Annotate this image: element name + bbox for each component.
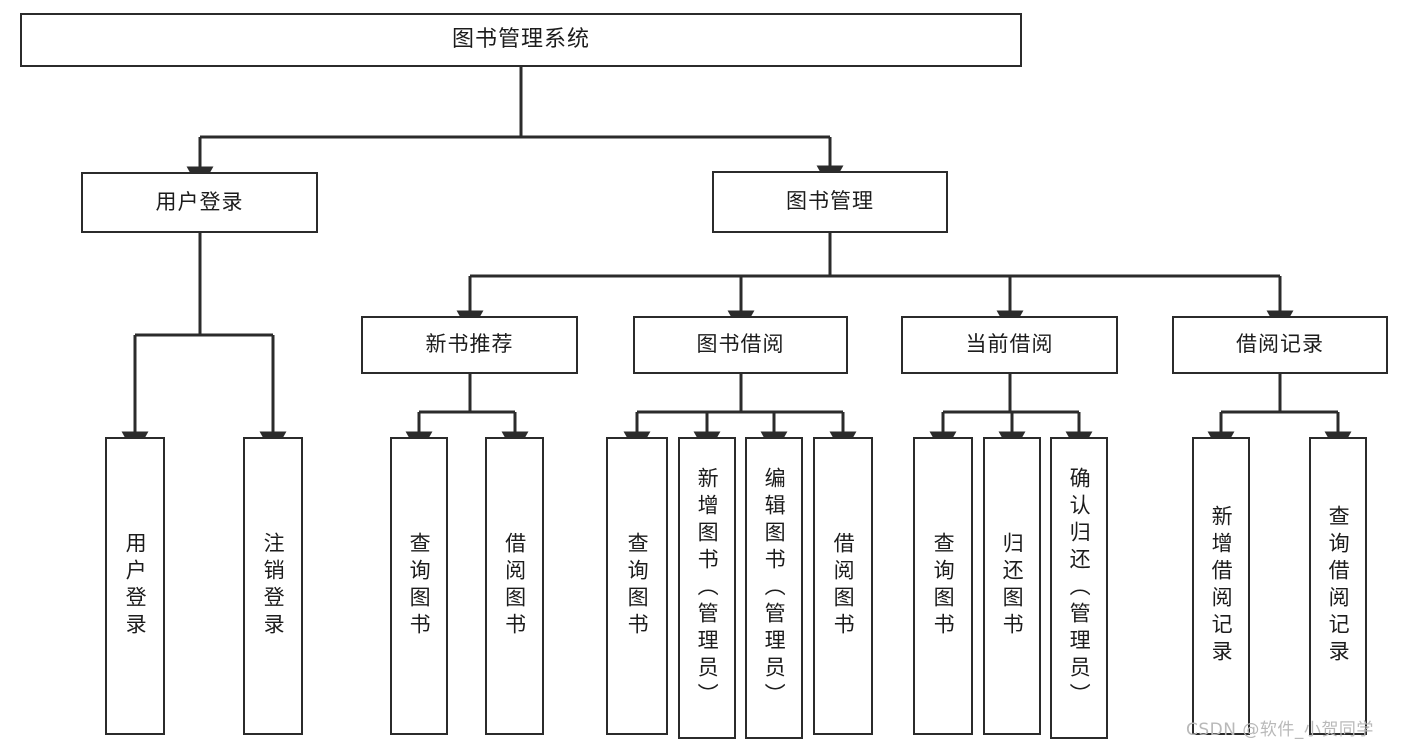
node-leaf-query-book-1[interactable]: 查询图书 [390, 437, 448, 735]
node-leaf-query-record[interactable]: 查询借阅记录 [1309, 437, 1367, 735]
node-leaf-edit-book[interactable]: 编辑图书（管理员） [745, 437, 803, 739]
node-leaf-query-book-3[interactable]: 查询图书 [913, 437, 973, 735]
node-label: 查询借阅记录 [1326, 505, 1351, 667]
node-label: 用户登录 [123, 532, 148, 640]
csdn-watermark: CSDN @软件_小贺同学 [1186, 720, 1374, 740]
node-new-book-rec[interactable]: 新书推荐 [361, 316, 578, 374]
node-label: 图书借阅 [696, 332, 785, 357]
node-leaf-borrow-book-2[interactable]: 借阅图书 [813, 437, 873, 735]
node-leaf-borrow-book-1[interactable]: 借阅图书 [485, 437, 544, 735]
node-label: 新书推荐 [425, 332, 514, 357]
node-leaf-add-record[interactable]: 新增借阅记录 [1192, 437, 1250, 735]
node-book-borrow[interactable]: 图书借阅 [633, 316, 848, 374]
node-leaf-add-book[interactable]: 新增图书（管理员） [678, 437, 736, 739]
node-label: 确认归还（管理员） [1067, 466, 1092, 710]
node-label: 借阅图书 [502, 532, 527, 640]
node-leaf-confirm-return[interactable]: 确认归还（管理员） [1050, 437, 1108, 739]
node-label: 新增借阅记录 [1209, 505, 1234, 667]
node-leaf-user-logout[interactable]: 注销登录 [243, 437, 303, 735]
node-leaf-return-book[interactable]: 归还图书 [983, 437, 1041, 735]
node-label: 查询图书 [625, 532, 650, 640]
node-leaf-query-book-2[interactable]: 查询图书 [606, 437, 668, 735]
node-label: 借阅记录 [1236, 332, 1324, 357]
node-label: 借阅图书 [831, 532, 856, 640]
node-root[interactable]: 图书管理系统 [20, 13, 1022, 67]
node-label: 图书管理系统 [451, 26, 590, 52]
node-label: 新增图书（管理员） [695, 466, 720, 710]
node-label: 用户登录 [155, 189, 244, 214]
node-book-manage[interactable]: 图书管理 [712, 171, 948, 233]
node-label: 编辑图书（管理员） [762, 466, 787, 710]
node-label: 图书管理 [786, 189, 874, 214]
node-current-borrow[interactable]: 当前借阅 [901, 316, 1118, 374]
node-label: 查询图书 [931, 532, 956, 640]
node-label: 查询图书 [407, 532, 432, 640]
node-user-login[interactable]: 用户登录 [81, 172, 318, 233]
node-label: 当前借阅 [965, 332, 1054, 357]
node-borrow-record[interactable]: 借阅记录 [1172, 316, 1388, 374]
node-label: 归还图书 [1000, 532, 1025, 640]
node-label: 注销登录 [261, 532, 286, 640]
node-leaf-user-login[interactable]: 用户登录 [105, 437, 165, 735]
